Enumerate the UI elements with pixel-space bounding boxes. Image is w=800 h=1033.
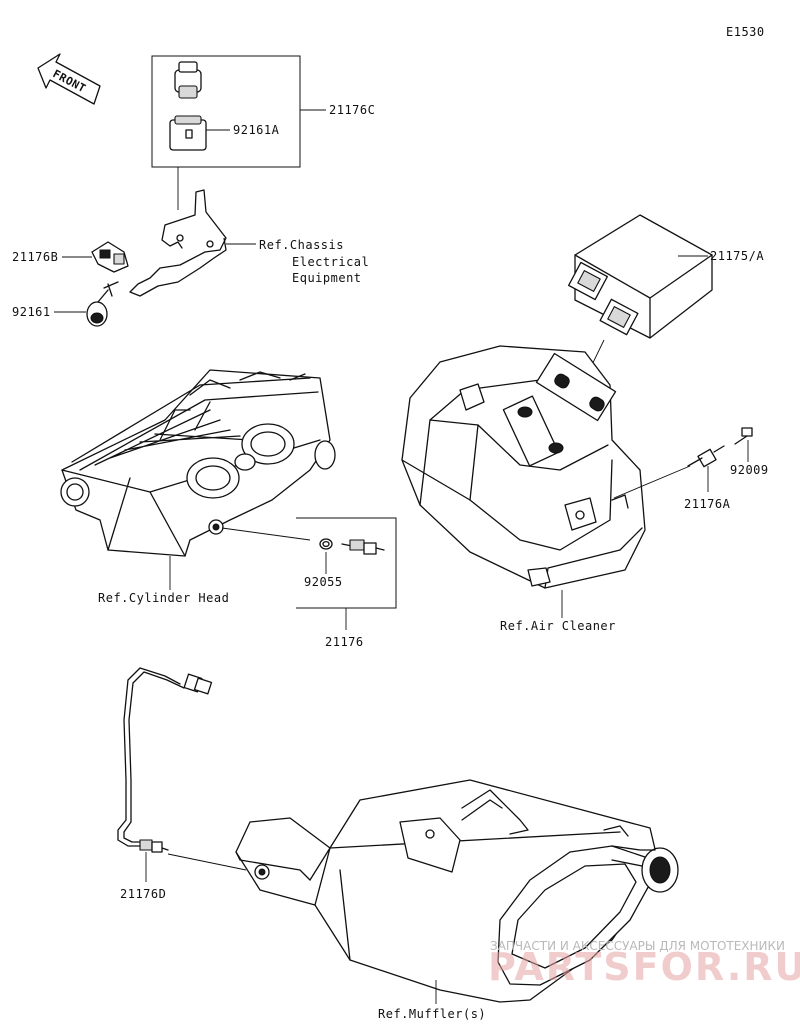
part-21176C-label: 21176C — [329, 103, 375, 117]
part-92161-label: 92161 — [12, 305, 51, 319]
grommet-92161-icon — [86, 281, 119, 327]
part-21176A-label: 21176A — [684, 497, 731, 511]
washer-92055-icon — [319, 538, 333, 550]
part-92055-label: 92055 — [304, 575, 343, 589]
ref-air-cleaner-label: Ref.Air Cleaner — [500, 619, 616, 633]
sensor-21176-icon — [341, 539, 385, 555]
connector-21176B-icon — [91, 241, 129, 273]
o2-sensor-21176D-icon — [117, 667, 213, 853]
ref-chassis-label-2: Electrical — [292, 255, 369, 269]
relay-upper-icon — [174, 61, 202, 99]
ref-chassis-label: Ref.Chassis — [259, 238, 344, 252]
ref-muffler-label: Ref.Muffler(s) — [378, 1007, 486, 1021]
ecu-21175A-icon — [568, 214, 713, 339]
sensor-21176A-icon — [687, 445, 725, 468]
ref-cylinder-head-label: Ref.Cylinder Head — [98, 591, 229, 605]
bracket-icon — [129, 189, 227, 297]
muffler-icon — [235, 779, 679, 1003]
relay-lower-icon — [169, 115, 207, 151]
part-21176D-label: 21176D — [120, 887, 166, 901]
diagram-code: E1530 — [726, 25, 765, 39]
ref-chassis-label-3: Equipment — [292, 271, 362, 285]
relay-group-box — [151, 55, 301, 168]
part-92009-label: 92009 — [730, 463, 769, 477]
cylinder-head-icon — [60, 369, 336, 557]
front-arrow-icon: FRONT — [37, 53, 101, 105]
watermark-tagline: ЗАПЧАСТИ И АКСЕССУАРЫ ДЛЯ МОТОТЕХНИКИ — [490, 939, 785, 953]
air-cleaner-icon — [401, 345, 646, 589]
part-21175A-label: 21175/A — [710, 249, 764, 263]
screw-92009-icon — [734, 427, 753, 445]
part-92161A-label: 92161A — [233, 123, 280, 137]
sensor-21176-bracket — [296, 517, 397, 609]
part-21176B-label: 21176B — [12, 250, 58, 264]
part-21176-label: 21176 — [325, 635, 364, 649]
watermark-logo: PARTSFOR.RU — [488, 945, 800, 989]
